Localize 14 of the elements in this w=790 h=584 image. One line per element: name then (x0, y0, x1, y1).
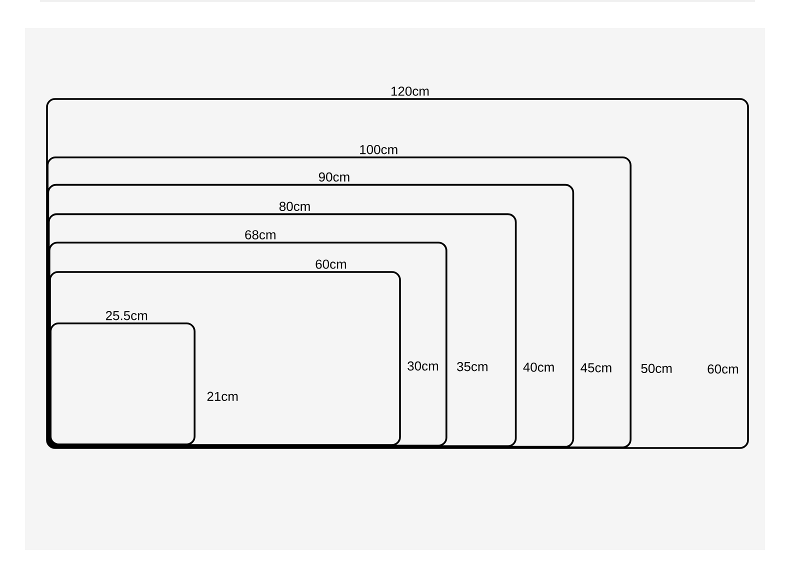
width-label: 120cm (391, 86, 429, 96)
height-label: 30cm (408, 361, 438, 371)
width-label: 80cm (279, 202, 310, 211)
height-label: 60cm (708, 364, 738, 374)
height-label: 45cm (580, 363, 612, 372)
height-label: 50cm (641, 364, 672, 373)
width-label: 25.5cm (106, 311, 148, 320)
width-label: 90cm (318, 172, 350, 182)
height-label: 21cm (207, 392, 238, 401)
height-label: 35cm (457, 362, 488, 372)
height-label: 40cm (523, 362, 554, 372)
width-label: 68cm (245, 230, 276, 240)
width-label: 100cm (360, 145, 398, 154)
width-label: 60cm (316, 260, 346, 269)
